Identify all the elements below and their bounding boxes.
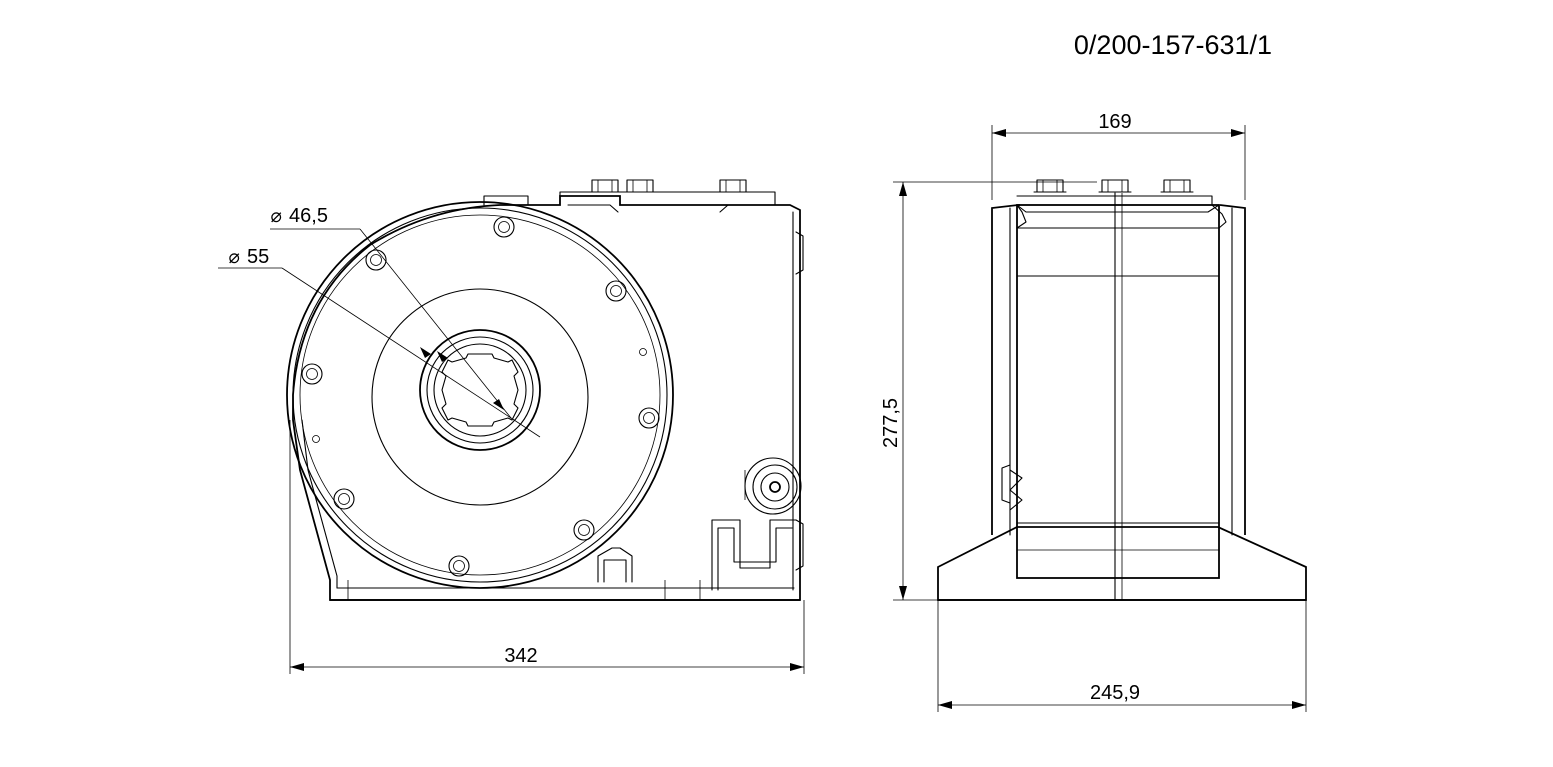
splined-bore	[441, 353, 519, 427]
flange-outer	[286, 201, 674, 589]
front-view: ⌀ 46,5 ⌀ 55 342	[218, 179, 805, 674]
diameter-symbol: ⌀	[270, 206, 282, 227]
housing-outline	[292, 195, 801, 601]
diameter-dimensions	[218, 228, 541, 438]
width-dimension	[289, 420, 805, 674]
height-dimension	[893, 181, 1097, 601]
width-label: 342	[504, 645, 537, 667]
top-width-dimension	[991, 125, 1246, 200]
diameter-outer-label: 55	[247, 246, 269, 268]
svg-text:⌀ 46,5: ⌀ 46,5	[270, 205, 328, 227]
diameter-inner-label: 46,5	[289, 205, 328, 227]
side-view: 169 277,5 245,9	[880, 111, 1307, 712]
plug	[744, 457, 802, 515]
svg-text:⌀ 55: ⌀ 55	[228, 246, 269, 268]
drawing-number: 0/200-157-631/1	[1074, 30, 1272, 60]
top-width-label: 169	[1098, 111, 1131, 133]
height-label: 277,5	[880, 398, 902, 448]
base-width-label: 245,9	[1090, 682, 1140, 704]
drum	[1016, 204, 1220, 579]
hub-outer	[419, 329, 541, 451]
hub-face	[371, 288, 589, 506]
diameter-symbol: ⌀	[228, 247, 240, 268]
base-width-dimension	[937, 600, 1307, 712]
